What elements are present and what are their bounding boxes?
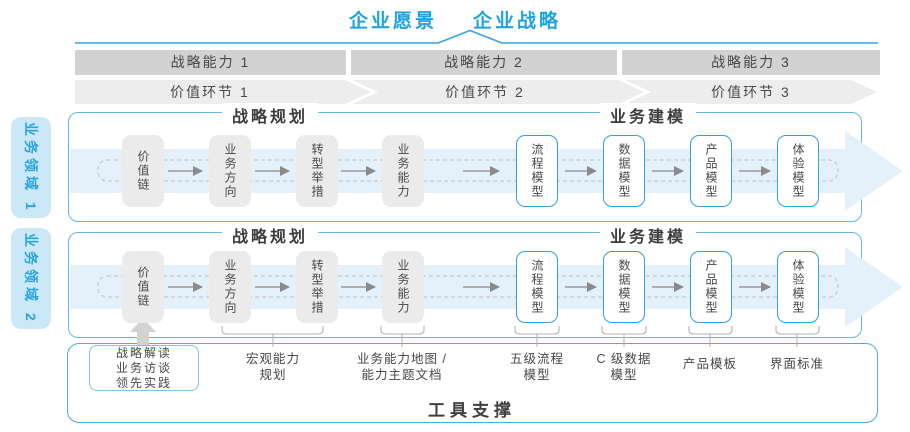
- node-business-direction-row-2: 业务方向: [209, 251, 251, 323]
- node-product-model-row-1: 产品模型: [690, 135, 732, 207]
- business-domain-label-2: 业务领域 2: [23, 232, 39, 325]
- node-value-chain-row-1: 价值链: [122, 135, 164, 207]
- note-c-level-data-model: C 级数据模型: [596, 352, 652, 383]
- business-domain-1-row-container: [68, 112, 862, 222]
- note-macro-capability-planning: 宏观能力规划: [245, 352, 301, 383]
- vision-title: 企业愿景: [348, 11, 437, 32]
- node-transformation-initiatives-row-2: 转型举措: [296, 251, 338, 323]
- section-header-business-modeling-row-2: 业务建模: [599, 223, 697, 247]
- node-experience-model-row-2: 体验模型: [777, 251, 819, 323]
- node-business-direction-row-1: 业务方向: [209, 135, 251, 207]
- practice-line-1: 战略解读: [115, 345, 172, 360]
- node-process-model-row-2: 流程模型: [516, 251, 558, 323]
- value-link-label-3: 价值环节 3: [711, 84, 791, 100]
- section-header-business-modeling-row-1: 业务建模: [599, 103, 697, 127]
- note-ui-standard: 界面标准: [769, 357, 825, 371]
- practice-input-box: 战略解读 业务访谈 领先实践: [89, 345, 199, 391]
- node-product-model-row-2: 产品模型: [690, 251, 732, 323]
- tool-support-label: 工具支撑: [428, 401, 516, 420]
- section-header-strategic-planning-row-1: 战略规划: [221, 103, 319, 127]
- node-business-capability-row-1: 业务能力: [382, 135, 424, 207]
- node-transformation-initiatives-row-1: 转型举措: [296, 135, 338, 207]
- node-business-capability-row-2: 业务能力: [382, 251, 424, 323]
- practice-line-2: 业务访谈: [115, 360, 172, 375]
- note-five-level-process-model: 五级流程模型: [509, 352, 565, 383]
- tool-support-container: [67, 343, 878, 423]
- value-link-label-1: 价值环节 1: [170, 84, 250, 100]
- node-data-model-row-2: 数据模型: [603, 251, 645, 323]
- node-experience-model-row-1: 体验模型: [777, 135, 819, 207]
- business-domain-tab-2: 业务领域 2: [11, 228, 51, 329]
- page-title: 企业愿景 企业战略: [0, 6, 910, 33]
- node-value-chain-row-2: 价值链: [122, 251, 164, 323]
- strategic-capability-bar-1: 战略能力 1: [75, 50, 346, 75]
- note-capability-map-document: 业务能力地图 /能力主题文档: [357, 352, 447, 383]
- section-header-strategic-planning-row-2: 战略规划: [221, 223, 319, 247]
- strategic-capability-bar-3: 战略能力 3: [622, 50, 880, 75]
- value-link-label-2: 价值环节 2: [445, 84, 525, 100]
- strategic-capability-bar-2: 战略能力 2: [351, 50, 617, 75]
- strategy-title: 企业战略: [473, 11, 562, 32]
- node-data-model-row-1: 数据模型: [603, 135, 645, 207]
- business-domain-2-row-container: [68, 232, 862, 338]
- note-product-template: 产品模板: [682, 357, 738, 371]
- business-domain-label-1: 业务领域 1: [23, 121, 39, 214]
- business-domain-tab-1: 业务领域 1: [11, 117, 51, 218]
- practice-line-3: 领先实践: [115, 375, 172, 390]
- node-process-model-row-1: 流程模型: [516, 135, 558, 207]
